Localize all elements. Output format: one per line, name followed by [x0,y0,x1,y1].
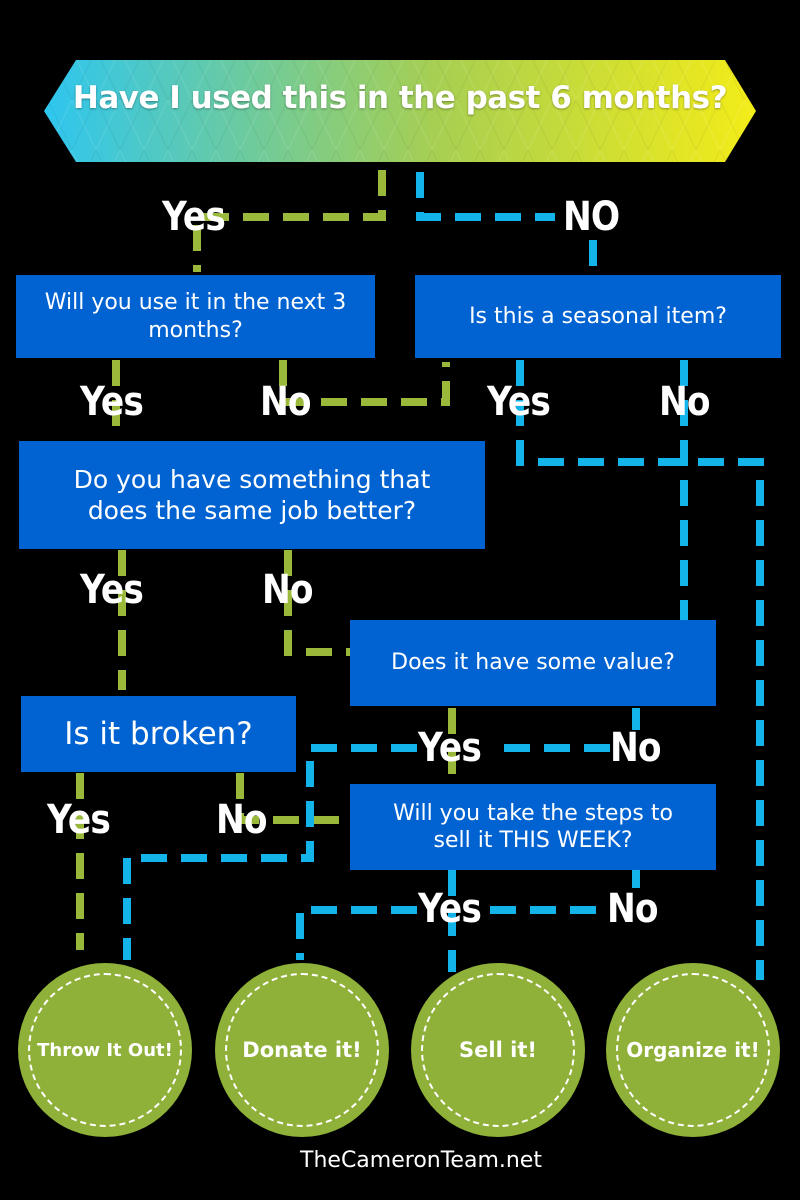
outcome-organize-it: Organize it! [606,963,780,1137]
outcome-donate-text: Donate it! [242,1038,362,1062]
title-banner [44,60,756,162]
question-sell-this-week: Will you take the steps to sell it THIS … [350,784,716,870]
outcome-organize-ring [616,973,770,1127]
outcome-donate-ring [225,973,379,1127]
page-title: Have I used this in the past 6 months? [72,80,728,116]
footer-site-name: TheCameronTeam.net [300,1148,542,1173]
label-no-broken: No [216,797,268,843]
label-yes-seasonal: Yes [487,379,551,425]
question-some-value-text: Does it have some value? [391,650,675,676]
outcome-throw-text: Throw It Out! [37,1039,173,1061]
question-broken-text: Is it broken? [64,715,253,752]
outcome-sell-it: Sell it! [411,963,585,1137]
outcome-organize-text: Organize it! [626,1038,760,1062]
label-yes-better: Yes [80,567,144,613]
label-no-seasonal: No [659,379,711,425]
label-yes-broken: Yes [47,797,111,843]
question-sell-this-week-text: Will you take the steps to sell it THIS … [393,800,673,854]
question-next-3-months-text: Will you use it in the next 3 months? [44,290,347,343]
question-something-better-text: Do you have something that does the same… [73,464,431,525]
question-seasonal-item-text: Is this a seasonal item? [469,303,727,329]
label-yes-sell: Yes [418,886,482,932]
outcome-sell-ring [421,973,575,1127]
outcome-throw-ring [28,973,182,1127]
label-yes-used: Yes [162,194,226,240]
label-no-used: NO [563,194,620,240]
label-no-better: No [262,567,314,613]
question-seasonal-item: Is this a seasonal item? [415,275,781,358]
label-yes-next3: Yes [80,379,144,425]
question-broken: Is it broken? [21,696,296,772]
yes-paths [76,170,456,950]
question-next-3-months: Will you use it in the next 3 months? [16,275,375,358]
question-something-better: Do you have something that does the same… [19,441,485,549]
no-paths [123,172,764,980]
label-no-next3: No [260,379,312,425]
question-some-value: Does it have some value? [350,620,716,706]
label-yes-value: Yes [418,725,482,771]
outcome-donate-it: Donate it! [215,963,389,1137]
outcome-throw-it-out: Throw It Out! [18,963,192,1137]
outcome-sell-text: Sell it! [459,1038,537,1062]
label-no-sell: No [607,886,659,932]
label-no-value: No [610,725,662,771]
